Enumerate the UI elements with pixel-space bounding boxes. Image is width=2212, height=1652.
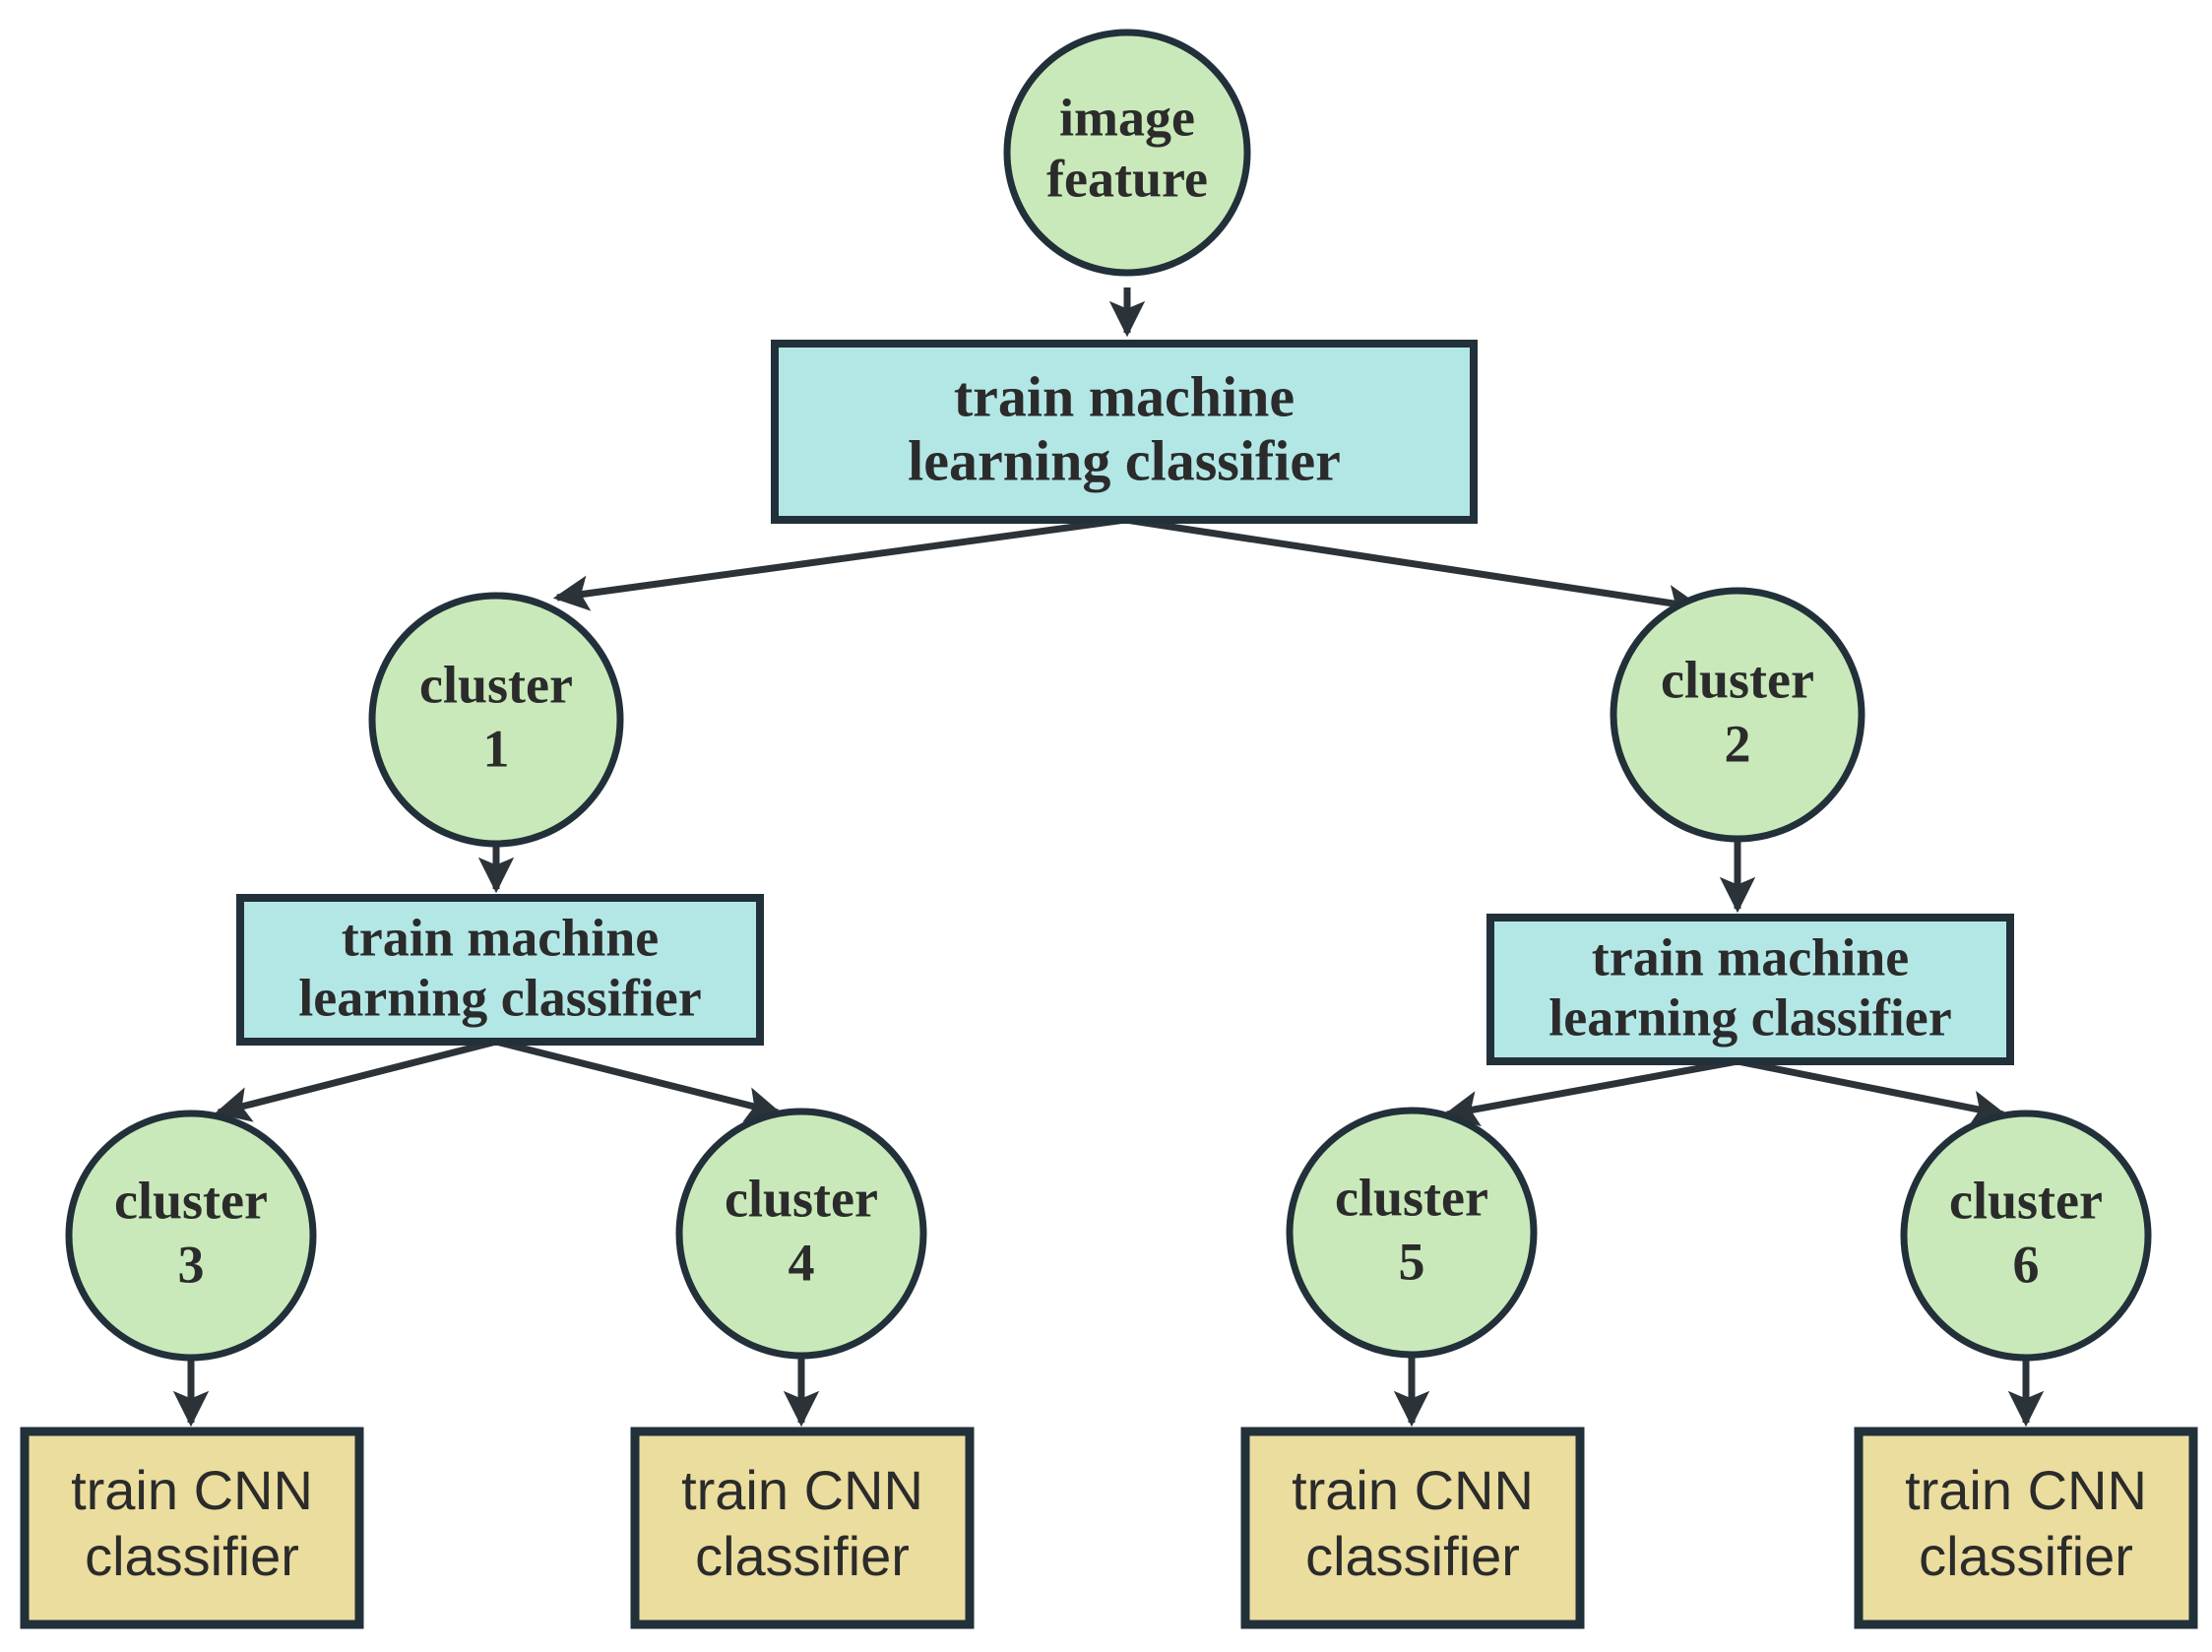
ml-right-label-line2: learning classifier xyxy=(1548,987,1951,1047)
cnn-4-label-line1: train CNN xyxy=(1905,1459,2147,1521)
cnn-3-box[interactable] xyxy=(1240,1427,1585,1629)
cluster-1-label-line2: 1 xyxy=(483,719,510,778)
cluster-2-label-line1: cluster xyxy=(1661,650,1814,709)
cluster-3-label-line1: cluster xyxy=(114,1171,268,1230)
edge-ml-root-to-cluster2 xyxy=(1124,516,1704,621)
image-feature-label-line2: feature xyxy=(1046,149,1208,208)
node-cluster-2[interactable]: cluster 2 xyxy=(1610,587,1865,843)
node-ml-left[interactable]: train machine learning classifier xyxy=(236,894,764,1046)
cluster-4-label-line1: cluster xyxy=(725,1169,878,1228)
node-cluster-4[interactable]: cluster 4 xyxy=(675,1108,927,1360)
node-cluster-1[interactable]: cluster 1 xyxy=(368,592,624,848)
node-image-feature[interactable]: image feature xyxy=(1003,29,1251,277)
cnn-4-box[interactable] xyxy=(1854,1427,2198,1629)
node-cnn-2[interactable]: train CNN classifier xyxy=(630,1427,975,1629)
cluster-4-label-line2: 4 xyxy=(789,1233,815,1292)
ml-root-label-line2: learning classifier xyxy=(908,428,1341,492)
ml-root-box[interactable] xyxy=(771,340,1478,524)
ml-root-label-line1: train machine xyxy=(954,364,1295,428)
node-cnn-4[interactable]: train CNN classifier xyxy=(1854,1427,2198,1629)
cluster-5-circle[interactable] xyxy=(1286,1107,1538,1359)
edge-ml-right-to-cluster5 xyxy=(1442,1057,1738,1127)
cnn-1-box[interactable] xyxy=(20,1427,364,1629)
ml-left-label-line2: learning classifier xyxy=(298,968,701,1027)
cnn-1-label-line1: train CNN xyxy=(71,1459,313,1521)
node-cluster-6[interactable]: cluster 6 xyxy=(1900,1110,2152,1362)
image-feature-circle[interactable] xyxy=(1003,29,1251,277)
cluster-2-circle[interactable] xyxy=(1610,587,1865,843)
edge-ml-root-to-cluster1 xyxy=(552,516,1126,611)
cnn-1-label-line2: classifier xyxy=(85,1525,299,1587)
ml-right-box[interactable] xyxy=(1486,914,2014,1065)
edge-ml-right-to-cluster6 xyxy=(1737,1057,2008,1126)
node-ml-root[interactable]: train machine learning classifier xyxy=(771,340,1478,524)
cnn-2-label-line2: classifier xyxy=(695,1525,910,1587)
cluster-1-label-line1: cluster xyxy=(419,655,573,714)
cnn-2-box[interactable] xyxy=(630,1427,975,1629)
edges-layer xyxy=(172,287,2045,1428)
cnn-3-label-line2: classifier xyxy=(1305,1525,1520,1587)
cnn-3-label-line1: train CNN xyxy=(1292,1459,1534,1521)
edge-ml-left-to-cluster3 xyxy=(214,1038,497,1122)
cluster-3-label-line2: 3 xyxy=(178,1235,205,1294)
cnn-4-label-line2: classifier xyxy=(1919,1525,2133,1587)
ml-right-label-line1: train machine xyxy=(1592,927,1909,986)
ml-left-label-line1: train machine xyxy=(342,908,659,967)
edge-ml-left-to-cluster4 xyxy=(495,1038,783,1122)
cluster-6-circle[interactable] xyxy=(1900,1110,2152,1362)
cluster-6-label-line1: cluster xyxy=(1949,1171,2103,1230)
image-feature-label-line1: image xyxy=(1059,88,1195,147)
node-cnn-1[interactable]: train CNN classifier xyxy=(20,1427,364,1629)
node-cluster-3[interactable]: cluster 3 xyxy=(65,1110,317,1362)
cluster-4-circle[interactable] xyxy=(675,1108,927,1360)
cluster-2-label-line2: 2 xyxy=(1725,714,1751,773)
cluster-5-label-line2: 5 xyxy=(1399,1232,1425,1291)
cluster-1-circle[interactable] xyxy=(368,592,624,848)
cluster-3-circle[interactable] xyxy=(65,1110,317,1362)
node-cluster-5[interactable]: cluster 5 xyxy=(1286,1107,1538,1359)
cluster-6-label-line2: 6 xyxy=(2013,1235,2040,1294)
node-cnn-3[interactable]: train CNN classifier xyxy=(1240,1427,1585,1629)
cluster-5-label-line1: cluster xyxy=(1335,1168,1488,1227)
ml-left-box[interactable] xyxy=(236,894,764,1046)
node-ml-right[interactable]: train machine learning classifier xyxy=(1486,914,2014,1065)
cnn-2-label-line1: train CNN xyxy=(681,1459,923,1521)
